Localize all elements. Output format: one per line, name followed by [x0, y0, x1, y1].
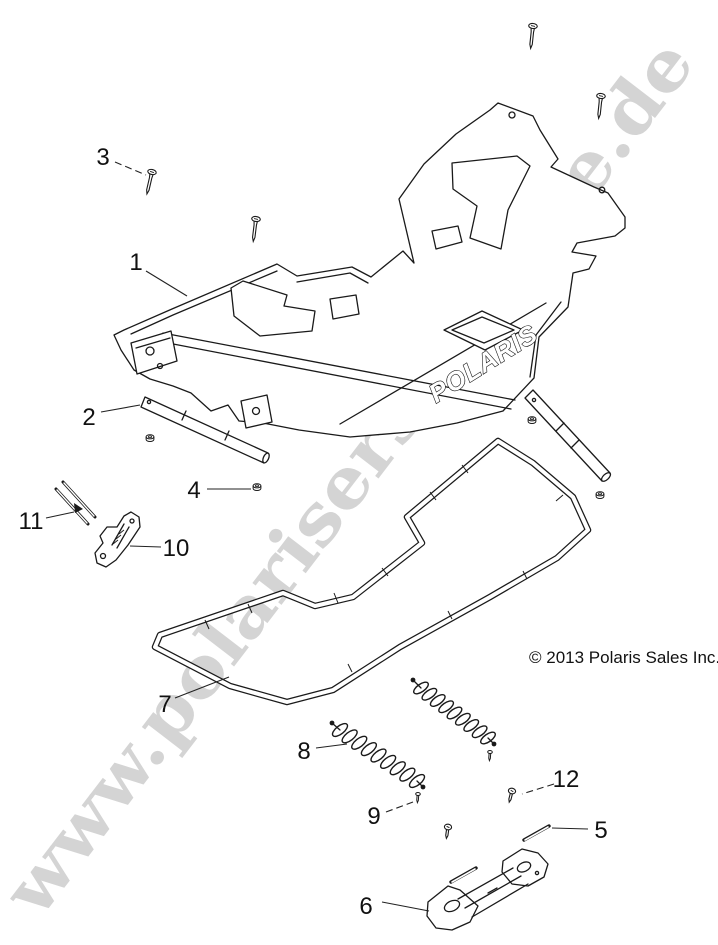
svg-text:8: 8	[297, 738, 310, 765]
part-7-seal	[151, 437, 592, 706]
nut-icon	[252, 483, 262, 491]
callout-10: 10	[129, 535, 190, 562]
callout-12: 12	[521, 766, 580, 795]
screw-icon	[486, 749, 493, 762]
spring-icon	[413, 681, 496, 745]
part-6-hinge-bracket	[426, 848, 549, 931]
callout-11: 11	[19, 508, 75, 535]
svg-text:2: 2	[82, 404, 95, 431]
callout-3: 3	[96, 144, 147, 176]
lid-cutout-right	[451, 155, 531, 250]
seal-joint-ticks	[204, 464, 564, 673]
part-12-screw	[505, 786, 517, 804]
spring-icon	[331, 722, 426, 789]
callout-8: 8	[297, 738, 348, 765]
nut-icon	[145, 434, 155, 442]
lid-silhouette	[113, 102, 626, 438]
svg-text:7: 7	[158, 691, 171, 718]
part-8-springs	[329, 677, 497, 790]
callout-9: 9	[367, 801, 414, 830]
lid-top-tab-hole	[508, 111, 516, 119]
screw-icon	[442, 823, 453, 840]
screw-icon	[414, 791, 421, 804]
part-1-storage-box-lid: POLARIS	[113, 102, 626, 438]
svg-text:6: 6	[359, 893, 372, 920]
screw-icon	[248, 215, 262, 243]
svg-text:11: 11	[19, 508, 44, 535]
nut-icon	[527, 416, 537, 424]
part-5-hinge-pins	[449, 824, 551, 884]
callout-6: 6	[359, 893, 430, 920]
svg-text:3: 3	[96, 144, 109, 171]
part-9-screws	[414, 749, 493, 840]
screw-icon	[142, 168, 158, 196]
callout-2: 2	[82, 404, 141, 431]
nut-icon	[595, 491, 605, 499]
part-2-support-rods	[140, 389, 612, 482]
svg-text:4: 4	[187, 477, 200, 504]
callout-1: 1	[129, 249, 188, 297]
svg-text:5: 5	[594, 817, 607, 844]
svg-text:1: 1	[129, 249, 142, 276]
pin-arrowhead	[74, 503, 83, 513]
callouts: 1 2 3 4 5 6 7 8	[19, 144, 608, 920]
callout-5: 5	[551, 817, 608, 844]
svg-text:12: 12	[553, 766, 580, 793]
svg-text:9: 9	[367, 803, 380, 830]
callout-7: 7	[158, 676, 230, 718]
screw-icon	[505, 786, 517, 804]
svg-text:10: 10	[163, 535, 190, 562]
lid-cutout-left	[230, 280, 316, 337]
copyright-text: © 2013 Polaris Sales Inc.	[529, 648, 718, 667]
callout-4: 4	[187, 477, 251, 504]
part-11-pins	[54, 480, 97, 526]
screw-icon	[525, 22, 539, 50]
lid-cutout-diamond	[443, 310, 524, 351]
lid-right-tab-hole	[598, 186, 606, 194]
part-10-latch	[94, 511, 141, 568]
